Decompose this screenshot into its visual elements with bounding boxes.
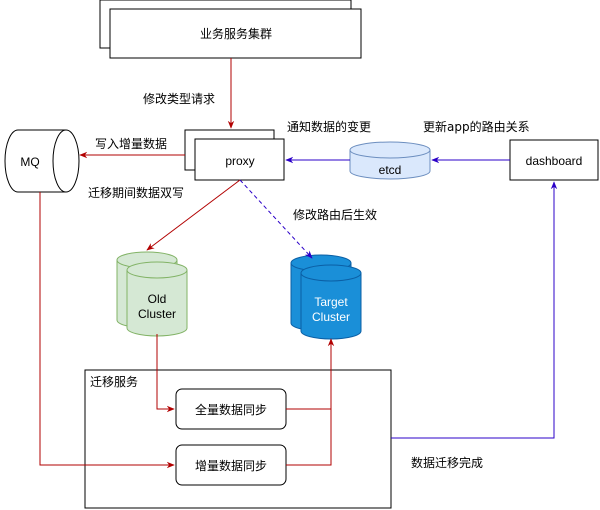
target-cluster-label-line2: Cluster xyxy=(312,310,350,324)
proxy-node[interactable]: proxy xyxy=(184,129,285,181)
edge-label-migration-done: 数据迁移完成 xyxy=(411,455,483,470)
edge-old-to-full-sync xyxy=(156,334,175,413)
business-cluster-node[interactable]: 业务服务集群 xyxy=(99,0,362,59)
edge-mq-to-incr-sync xyxy=(39,192,175,469)
edge-migration-done xyxy=(391,181,558,439)
edge-label-update-routing: 更新app的路由关系 xyxy=(423,119,530,134)
migration-service-label: 迁移服务 xyxy=(90,374,138,389)
old-cluster-label-line2: Cluster xyxy=(138,307,176,321)
edge-label-notify-change: 通知数据的变更 xyxy=(287,119,371,134)
etcd-label: etcd xyxy=(379,163,402,177)
old-cluster-label-line1: Old xyxy=(148,292,167,306)
edge-dual-write xyxy=(146,179,241,251)
edge-route-effective xyxy=(239,179,313,259)
dashboard-label: dashboard xyxy=(526,154,583,168)
edge-label-route-effective: 修改路由后生效 xyxy=(293,207,377,222)
mq-label: MQ xyxy=(20,155,39,169)
full-sync-label: 全量数据同步 xyxy=(195,402,267,417)
edge-label-dual-write: 迁移期间数据双写 xyxy=(88,185,184,200)
edge-label-modify-request: 修改类型请求 xyxy=(143,91,215,106)
target-cluster-node[interactable]: Target Cluster xyxy=(290,254,362,340)
incremental-sync-node[interactable]: 增量数据同步 xyxy=(175,444,287,486)
old-cluster-node[interactable]: Old Cluster xyxy=(116,251,188,337)
mq-node[interactable]: MQ xyxy=(4,129,80,193)
target-cluster-label-line1: Target xyxy=(314,295,348,309)
incremental-sync-label: 增量数据同步 xyxy=(195,458,267,473)
edge-label-write-incremental: 写入增量数据 xyxy=(95,136,167,151)
full-sync-node[interactable]: 全量数据同步 xyxy=(175,388,287,430)
proxy-label: proxy xyxy=(225,154,254,168)
edge-incr-sync-to-target xyxy=(286,409,332,466)
dashboard-node[interactable]: dashboard xyxy=(509,139,599,181)
etcd-node[interactable]: etcd xyxy=(349,141,431,180)
business-cluster-label: 业务服务集群 xyxy=(200,26,272,41)
